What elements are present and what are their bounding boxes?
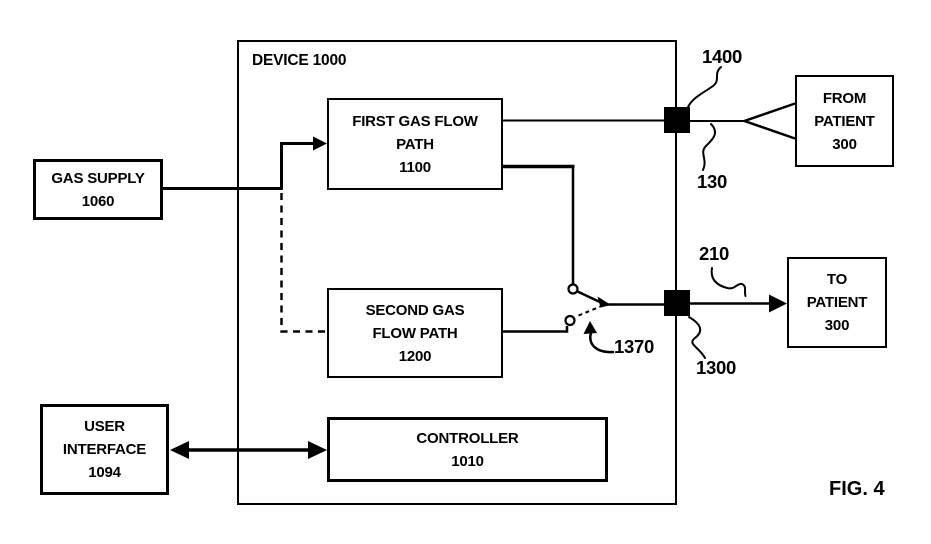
to-patient-label-line2: PATIENT	[806, 294, 868, 311]
controller-label: CONTROLLER	[416, 429, 519, 447]
gas-supply-box: GAS SUPPLY 1060	[33, 159, 163, 220]
first-path-label-line2: PATH	[396, 135, 434, 153]
to-patient-ref: 300	[824, 317, 850, 334]
ref-numeral-1400: 1400	[702, 46, 742, 67]
ref-numeral-130: 130	[697, 171, 727, 192]
from-patient-ref: 300	[832, 135, 857, 153]
leader-130-line	[702, 123, 716, 171]
user-interface-ref: 1094	[88, 464, 121, 481]
ui-arrowhead-left-icon	[170, 441, 189, 459]
user-interface-label-line2: INTERFACE	[62, 441, 147, 458]
controller-box: CONTROLLER 1010	[327, 417, 608, 482]
ref-numeral-1300: 1300	[696, 357, 736, 378]
gas-supply-ref: 1060	[81, 192, 115, 210]
leader-1400-line	[687, 66, 722, 108]
to-patient-box: TO PATIENT 300	[787, 257, 887, 348]
from-patient-label-line1: FROM	[822, 89, 867, 107]
user-interface-label-line1: USER	[84, 418, 125, 435]
second-gas-flow-path-box: SECOND GAS FLOW PATH 1200	[327, 288, 503, 378]
ref-numeral-210: 210	[699, 243, 729, 264]
leader-1300-line	[688, 316, 706, 359]
controller-ref: 1010	[451, 452, 484, 470]
gas-supply-label: GAS SUPPLY	[51, 169, 145, 187]
second-path-label-line2: FLOW PATH	[372, 324, 458, 342]
from-patient-box: FROM PATIENT 300	[795, 75, 894, 167]
figure-label: FIG. 4	[829, 478, 885, 500]
user-interface-box: USER INTERFACE 1094	[40, 404, 169, 495]
to-patient-arrowhead-icon	[769, 294, 787, 313]
second-path-ref: 1200	[398, 347, 432, 365]
from-patient-label-line2: PATIENT	[814, 112, 875, 130]
ref-numeral-1370: 1370	[614, 336, 654, 357]
first-gas-flow-path-box: FIRST GAS FLOW PATH 1100	[327, 98, 503, 190]
second-path-label-line1: SECOND GAS	[365, 301, 465, 319]
leader-210-line	[710, 267, 747, 297]
from-patient-v-arrow-icon	[740, 102, 796, 140]
first-path-ref: 1100	[399, 158, 431, 176]
first-path-label-line1: FIRST GAS FLOW	[352, 112, 478, 130]
device-label: DEVICE 1000	[252, 52, 347, 69]
to-patient-label-line1: TO	[826, 271, 848, 288]
